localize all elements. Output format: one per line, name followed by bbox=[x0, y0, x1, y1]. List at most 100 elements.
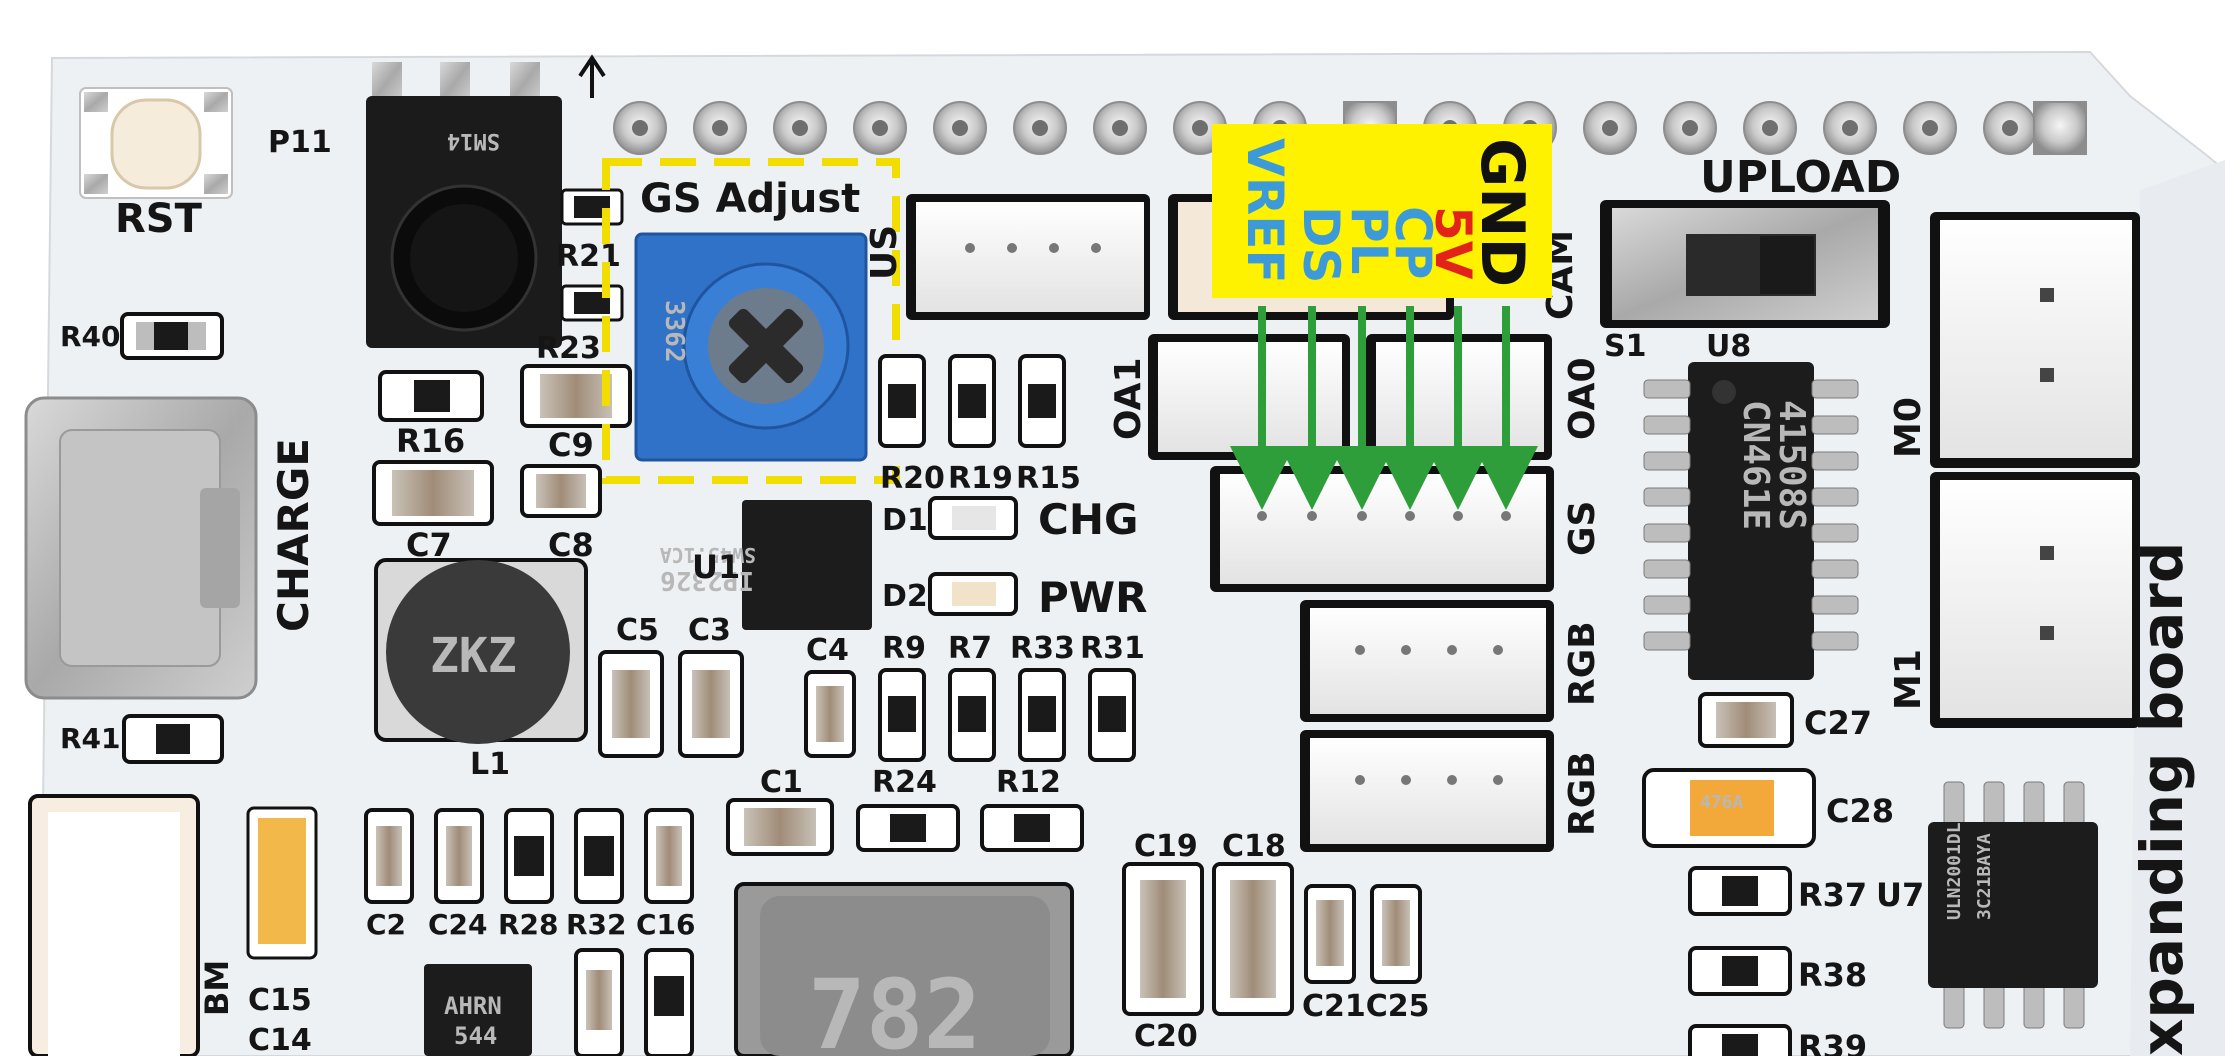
capacitor-c19 bbox=[1122, 862, 1204, 1016]
header-pin bbox=[933, 101, 987, 155]
chip-pin bbox=[1811, 415, 1859, 435]
us-label: US bbox=[864, 225, 905, 280]
gs-label: GS bbox=[1562, 501, 1603, 556]
r15-label: R15 bbox=[1016, 461, 1081, 496]
connector-m0 bbox=[1930, 212, 2140, 468]
chg-label: CHG bbox=[1038, 495, 1138, 544]
c3-label: C3 bbox=[688, 613, 731, 648]
header-pin bbox=[1823, 101, 1877, 155]
c20-label: C20 bbox=[1134, 1019, 1198, 1054]
connector-m1 bbox=[1930, 472, 2140, 728]
c4-label: C4 bbox=[806, 633, 849, 668]
chip-pin bbox=[2023, 781, 2045, 829]
u8-marking-1: 41508S bbox=[1771, 400, 1812, 530]
r24-label: R24 bbox=[872, 765, 937, 800]
inductor-big: 782 bbox=[734, 882, 1074, 1056]
rgb-label-2: RGB bbox=[1562, 751, 1603, 836]
resistor-r15 bbox=[1018, 354, 1066, 448]
r33-label: R33 bbox=[1010, 631, 1075, 666]
s1-label: S1 bbox=[1604, 329, 1646, 364]
chip-pin bbox=[1643, 595, 1691, 615]
r41-label: R41 bbox=[60, 722, 121, 755]
connector-left-bottom bbox=[28, 794, 200, 1056]
chip-pin bbox=[1811, 523, 1859, 543]
header-pin bbox=[693, 101, 747, 155]
resistor-bottom-1 bbox=[574, 948, 624, 1056]
resistor-r40 bbox=[120, 312, 224, 360]
connector-gs bbox=[1210, 466, 1554, 592]
oa0-label: OA0 bbox=[1562, 357, 1603, 440]
pin-label-box: GND 5V CP PL DS VREF bbox=[1212, 124, 1552, 298]
header-pin-row bbox=[613, 101, 2087, 155]
chip-pin bbox=[1811, 559, 1859, 579]
chip-u8: 41508S CN461E bbox=[1688, 362, 1814, 680]
resistor-r38 bbox=[1688, 946, 1792, 996]
capacitor-c8 bbox=[520, 464, 602, 518]
resistor-r37 bbox=[1688, 866, 1792, 916]
reset-button[interactable] bbox=[79, 87, 233, 199]
resistor-r32 bbox=[574, 808, 624, 904]
resistor-r20 bbox=[878, 354, 926, 448]
charge-label: CHARGE bbox=[269, 438, 318, 632]
resistor-r39 bbox=[1688, 1024, 1792, 1056]
capacitor-c2 bbox=[364, 808, 414, 904]
pin-label-cp: CP bbox=[1384, 206, 1442, 279]
usb-c-port bbox=[24, 396, 258, 700]
chip-pin bbox=[1811, 487, 1859, 507]
pin-arrows bbox=[1230, 306, 1538, 510]
resistor-r19 bbox=[948, 354, 996, 448]
resistor-r31 bbox=[1088, 668, 1136, 762]
chip-pin bbox=[1643, 415, 1691, 435]
p11-label: P11 bbox=[268, 125, 332, 160]
chip-pin bbox=[2063, 781, 2085, 829]
gs-adjust-potentiometer[interactable]: 3362 bbox=[634, 232, 868, 462]
capacitor-c28: 476A bbox=[1642, 768, 1816, 848]
header-pin bbox=[773, 101, 827, 155]
capacitor-c25 bbox=[1370, 884, 1422, 984]
upload-switch[interactable] bbox=[1600, 200, 1890, 328]
resistor-r9 bbox=[878, 668, 926, 762]
c28-marking: 476A bbox=[1700, 792, 1744, 813]
pin-label-pl: PL bbox=[1340, 206, 1398, 275]
capacitor-c27 bbox=[1698, 692, 1794, 748]
resistor-r24 bbox=[856, 804, 960, 852]
ir-receiver: SM14 bbox=[366, 62, 562, 348]
c24-label: C24 bbox=[428, 908, 488, 941]
ir-receiver-marking: SM14 bbox=[447, 128, 500, 153]
board-edge-label: xpanding board bbox=[2128, 542, 2196, 1056]
header-pin bbox=[1583, 101, 1637, 155]
c21c25-label: C21C25 bbox=[1302, 989, 1430, 1024]
r12-label: R12 bbox=[996, 765, 1061, 800]
capacitor-c3 bbox=[678, 650, 744, 758]
header-pin bbox=[1013, 101, 1067, 155]
header-pin bbox=[853, 101, 907, 155]
resistor-r16 bbox=[378, 370, 484, 422]
u8-label: U8 bbox=[1706, 329, 1751, 364]
c5-label: C5 bbox=[616, 613, 659, 648]
r20-label: R20 bbox=[880, 461, 945, 496]
inductor-l1: ZKZ bbox=[374, 558, 588, 744]
capacitor-c7 bbox=[372, 460, 494, 526]
r7-label: R7 bbox=[948, 631, 992, 666]
chip-pin bbox=[1983, 981, 2005, 1029]
rst-label: RST bbox=[115, 196, 203, 242]
oa1-label: OA1 bbox=[1108, 357, 1149, 440]
r32-label: R32 bbox=[566, 908, 627, 941]
c27-label: C27 bbox=[1804, 704, 1872, 742]
capacitor-c18 bbox=[1212, 862, 1294, 1016]
led-d2 bbox=[928, 572, 1018, 616]
inductor-l1-marking: ZKZ bbox=[430, 628, 517, 684]
c28-label: C28 bbox=[1826, 792, 1894, 830]
r21-label: R21 bbox=[556, 239, 621, 274]
chip-pin bbox=[1811, 451, 1859, 471]
u1-label: U1 bbox=[692, 548, 740, 586]
upload-label: UPLOAD bbox=[1700, 152, 1901, 203]
resistor-r28 bbox=[504, 808, 554, 904]
rgb-label-1: RGB bbox=[1562, 621, 1603, 706]
chip-pin bbox=[1943, 981, 1965, 1029]
r28-label: R28 bbox=[498, 908, 559, 941]
c8-label: C8 bbox=[548, 526, 594, 564]
chip-pin bbox=[1643, 523, 1691, 543]
gs-adjust-highlight-box bbox=[602, 158, 900, 484]
